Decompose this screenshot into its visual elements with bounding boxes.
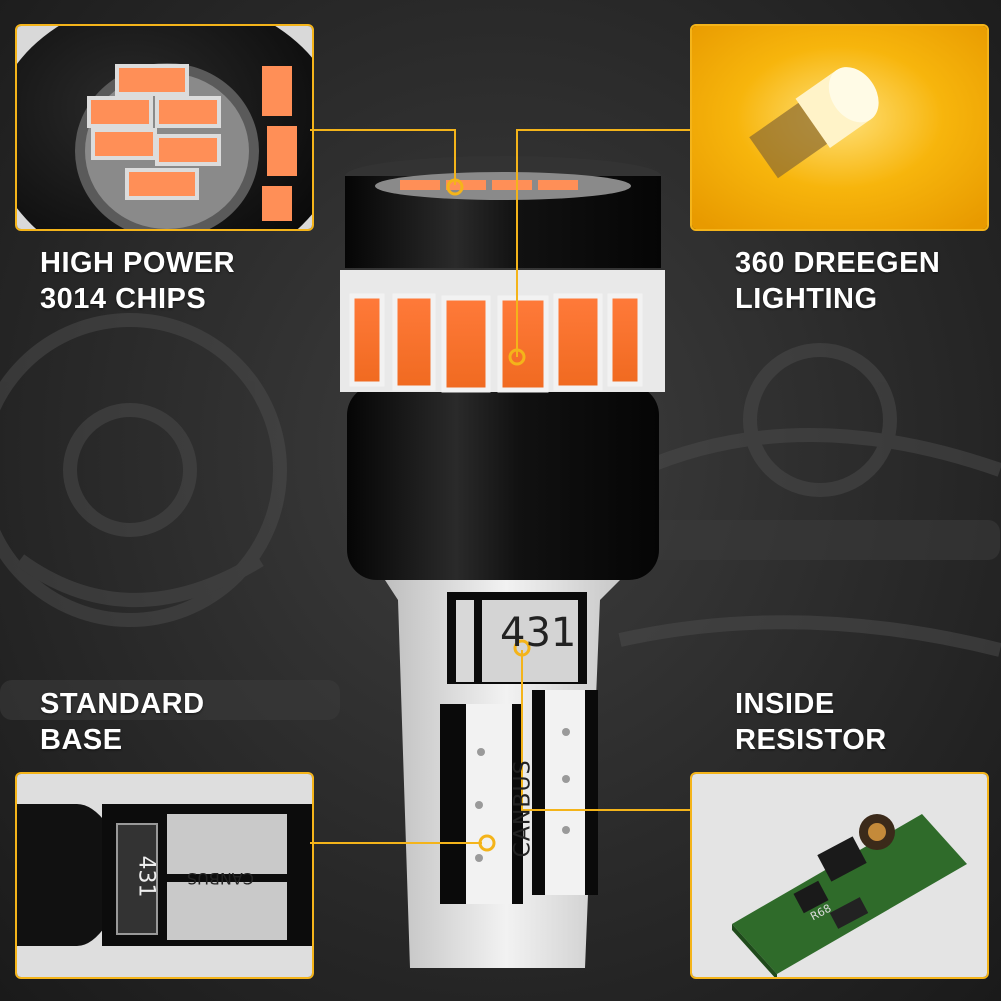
- feature-label-chips: HIGH POWER 3014 CHIPS: [40, 247, 236, 315]
- feature-label-resistor: INSIDE RESISTOR: [735, 688, 887, 756]
- bulb-base-closeup: [17, 774, 312, 977]
- led-chip-array-icon: [17, 26, 312, 229]
- resistor-board-inset: R68: [690, 772, 989, 979]
- feature-label-lighting: 360 DREEGEN LIGHTING: [735, 247, 941, 315]
- base-closeup-inset: 431 CANBUS: [15, 772, 314, 979]
- circuit-board-icon: [692, 774, 987, 977]
- bulb-resistor-code: 431: [500, 610, 577, 656]
- bulb-pcb-marking: CANBUS: [510, 759, 536, 858]
- glowing-bulb-icon: [692, 26, 987, 229]
- chips-closeup-inset: [15, 24, 314, 231]
- lighting-closeup-inset: [690, 24, 989, 231]
- feature-label-base: STANDARD BASE: [40, 688, 205, 756]
